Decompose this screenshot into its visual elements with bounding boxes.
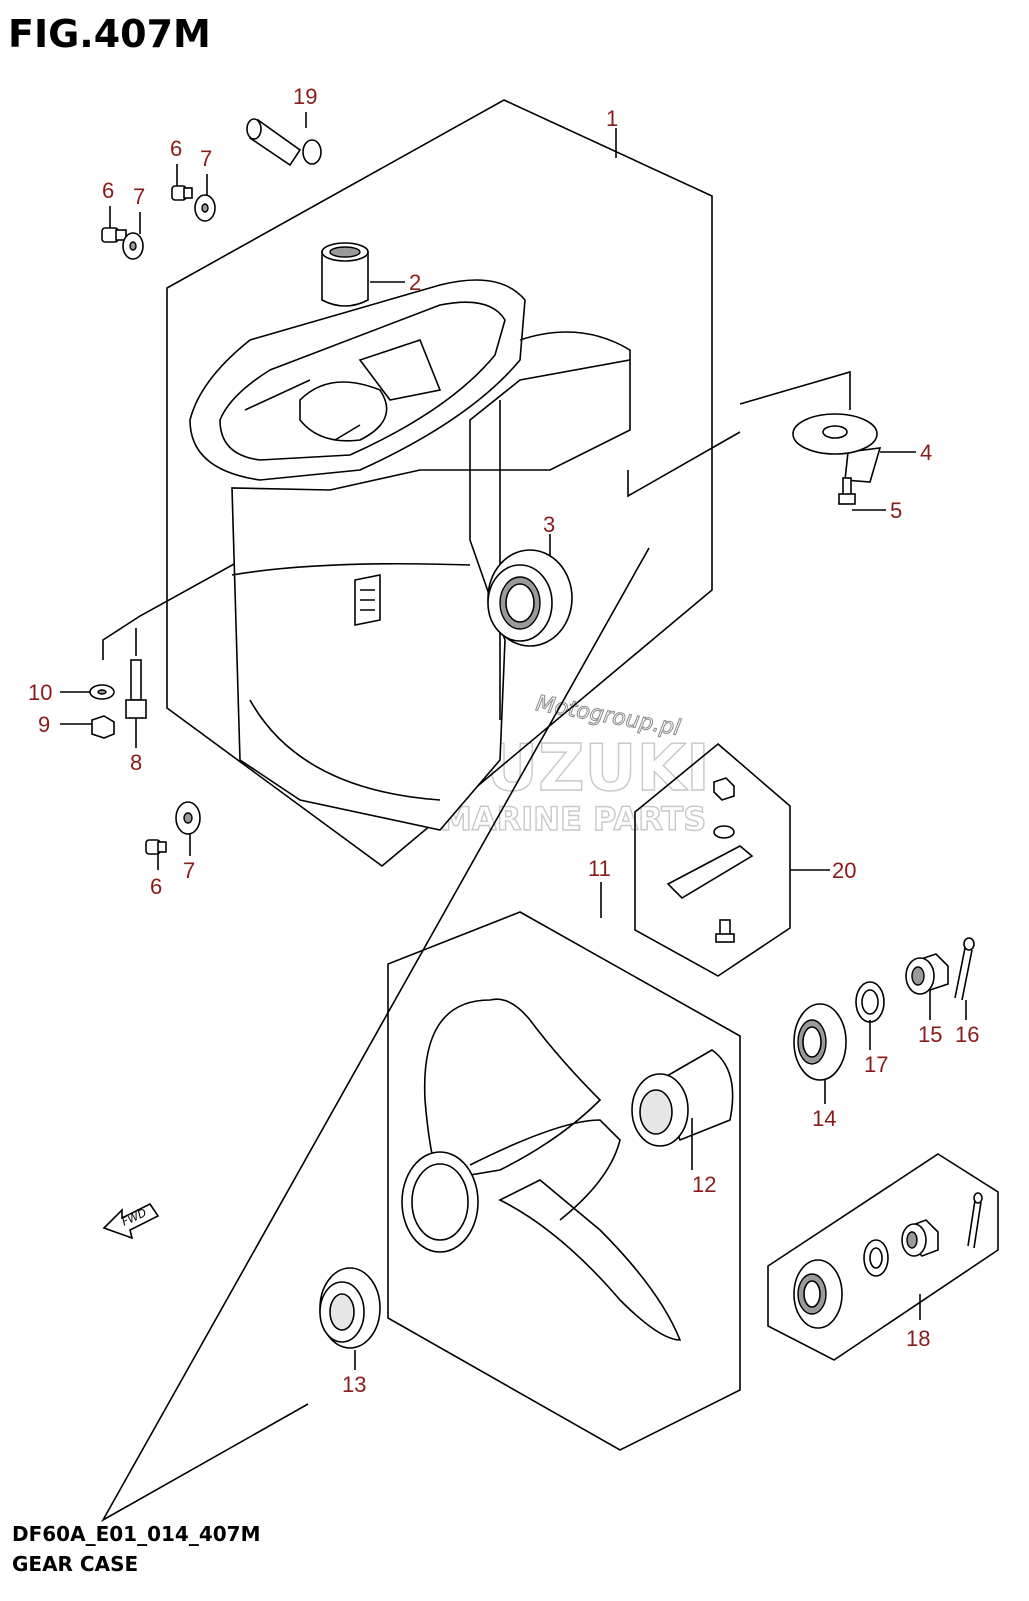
part-11-propeller — [401, 998, 682, 1341]
part-8-stud-bolt — [125, 659, 147, 719]
figure-title: FIG.407M — [8, 12, 211, 56]
propeller-group-outline — [387, 911, 741, 1451]
figure-name: GEAR CASE — [12, 1552, 139, 1576]
part-7-washer-b — [194, 194, 216, 222]
gear-case-group-outline — [166, 99, 713, 868]
part-10-washer — [89, 684, 115, 700]
part-6-screw-a — [101, 227, 127, 243]
part-14-washer — [793, 1003, 847, 1081]
part-6-screw-b — [171, 185, 193, 201]
part-12-spacer — [631, 1049, 734, 1147]
callout-7b: 7 — [133, 184, 145, 209]
part-4-trim-tab — [792, 413, 882, 483]
callout-7a: 7 — [200, 146, 212, 171]
leader-lines — [60, 112, 967, 1370]
callout-18: 18 — [906, 1326, 930, 1351]
part-17-washer — [855, 981, 885, 1023]
guide-lines — [100, 370, 851, 1523]
callout-6a: 6 — [170, 136, 182, 161]
fwd-arrow-icon: FWD — [102, 1202, 160, 1240]
part-18-kit — [793, 1192, 983, 1329]
callout-2: 2 — [409, 270, 421, 295]
part-7-washer-a — [122, 232, 144, 260]
callout-6c: 6 — [150, 874, 162, 899]
callout-15: 15 — [918, 1022, 942, 1047]
callout-numbers: 1 2 3 4 5 6 6 6 7 7 7 8 9 10 11 12 13 14… — [28, 84, 979, 1397]
part-20-kit — [666, 777, 754, 943]
part-19-plug — [246, 118, 322, 167]
callout-19: 19 — [293, 84, 317, 109]
kit-18-outline — [767, 1153, 999, 1361]
part-9-nut — [91, 715, 115, 739]
callout-1: 1 — [606, 106, 618, 131]
part-13-thrust-washer — [319, 1267, 381, 1349]
callout-17: 17 — [864, 1052, 888, 1077]
figure-code: DF60A_E01_014_407M — [12, 1522, 261, 1546]
callout-8: 8 — [130, 750, 142, 775]
callout-4: 4 — [920, 440, 932, 465]
part-7-washer-c — [175, 801, 201, 835]
callout-16: 16 — [955, 1022, 979, 1047]
watermark-sub: MARINE PARTS — [440, 800, 706, 838]
kit-20-outline — [634, 742, 791, 977]
callout-6b: 6 — [102, 178, 114, 203]
callout-12: 12 — [692, 1172, 716, 1197]
gear-case-body — [189, 279, 631, 831]
callout-11: 11 — [588, 856, 611, 881]
callout-14: 14 — [812, 1106, 836, 1131]
callout-5: 5 — [890, 498, 902, 523]
part-6-screw-c — [145, 839, 167, 855]
part-15-nut — [905, 953, 949, 995]
callout-13: 13 — [342, 1372, 366, 1397]
callout-20: 20 — [832, 858, 856, 883]
part-3-bearing — [487, 549, 573, 647]
part-16-cotter-pin — [954, 937, 975, 1001]
callout-3: 3 — [543, 512, 555, 537]
callout-7c: 7 — [183, 858, 195, 883]
callout-10: 10 — [28, 680, 52, 705]
part-5-bolt — [838, 477, 856, 505]
callout-9: 9 — [38, 712, 50, 737]
part-2-bushing — [321, 242, 369, 307]
